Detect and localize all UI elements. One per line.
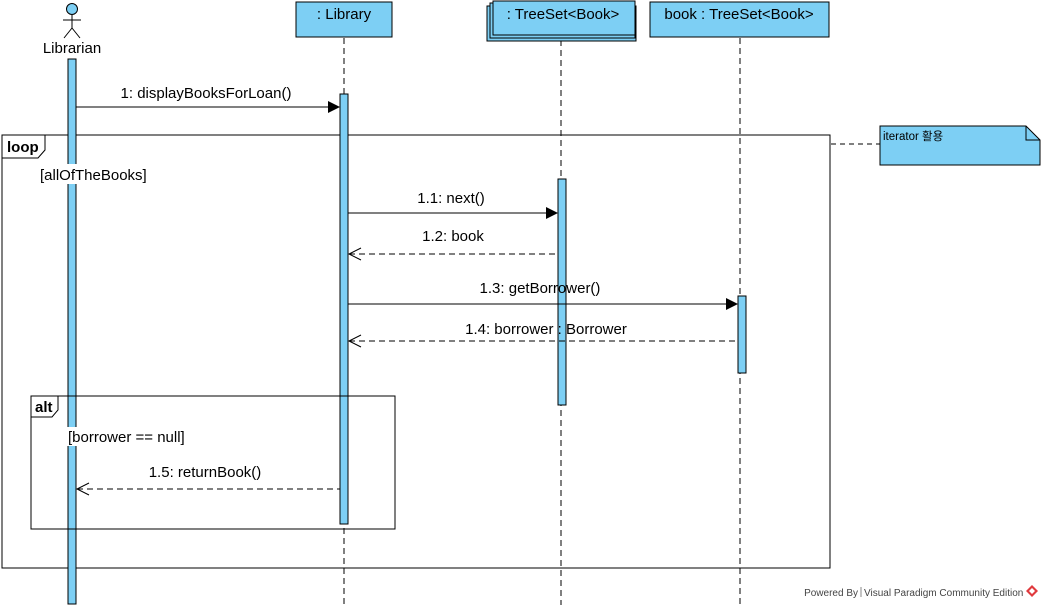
message-1-4[interactable]: 1.4: borrower : Borrower (347, 321, 738, 348)
actor-head (66, 3, 78, 15)
message-1-2[interactable]: 1.2: book (347, 228, 558, 261)
loop-guard: [allOfTheBooks] (40, 167, 147, 184)
actor-name: Librarian (43, 40, 101, 57)
message-1-3[interactable]: 1.3: getBorrower() (348, 280, 738, 310)
note[interactable]: iterator 활용 (831, 125, 1041, 166)
alt-operator: alt (35, 399, 53, 416)
message-1-1-label: 1.1: next() (417, 190, 485, 207)
treeset-head[interactable]: : TreeSet<Book> (486, 0, 637, 42)
watermark-product: Visual Paradigm Community Edition (864, 588, 1023, 599)
visual-paradigm-logo-icon (1026, 585, 1038, 597)
book-treeset-head[interactable]: book : TreeSet<Book> (649, 1, 830, 38)
librarian-activation (67, 58, 77, 605)
arrowhead-filled-icon (546, 207, 558, 219)
message-1-label: 1: displayBooksForLoan() (121, 85, 292, 102)
treeset-label: : TreeSet<Book> (507, 6, 620, 23)
loop-fragment: loop (1, 134, 831, 569)
message-1-5[interactable]: 1.5: returnBook() (75, 464, 340, 496)
loop-operator: loop (7, 139, 39, 156)
message-1-4-label: 1.4: borrower : Borrower (465, 321, 627, 338)
note-shape (879, 125, 1041, 166)
message-1-1[interactable]: 1.1: next() (348, 190, 558, 219)
message-1[interactable]: 1: displayBooksForLoan() (76, 85, 340, 113)
arrowhead-open-icon (347, 334, 362, 348)
treeset-activation (557, 178, 567, 406)
librarian-actor[interactable]: Librarian (43, 3, 101, 58)
arrowhead-filled-icon (726, 298, 738, 310)
library-activation (339, 93, 349, 525)
alt-fragment: alt (30, 395, 396, 530)
watermark-prefix: Powered By (804, 588, 858, 599)
library-head[interactable]: : Library (295, 1, 393, 38)
message-1-3-label: 1.3: getBorrower() (480, 280, 601, 297)
note-fold (1025, 126, 1040, 141)
message-1-2-label: 1.2: book (422, 228, 484, 245)
alt-guard: [borrower == null] (68, 429, 185, 446)
note-text: iterator 활용 (883, 129, 943, 143)
arrowhead-filled-icon (328, 101, 340, 113)
arrowhead-open-icon (75, 482, 90, 496)
book-treeset-label: book : TreeSet<Book> (664, 6, 814, 23)
watermark: Powered By Visual Paradigm Community Edi… (804, 585, 1038, 599)
library-label: : Library (317, 6, 372, 23)
message-1-5-label: 1.5: returnBook() (149, 464, 262, 481)
book-treeset-activation (737, 295, 747, 374)
arrowhead-open-icon (347, 247, 362, 261)
